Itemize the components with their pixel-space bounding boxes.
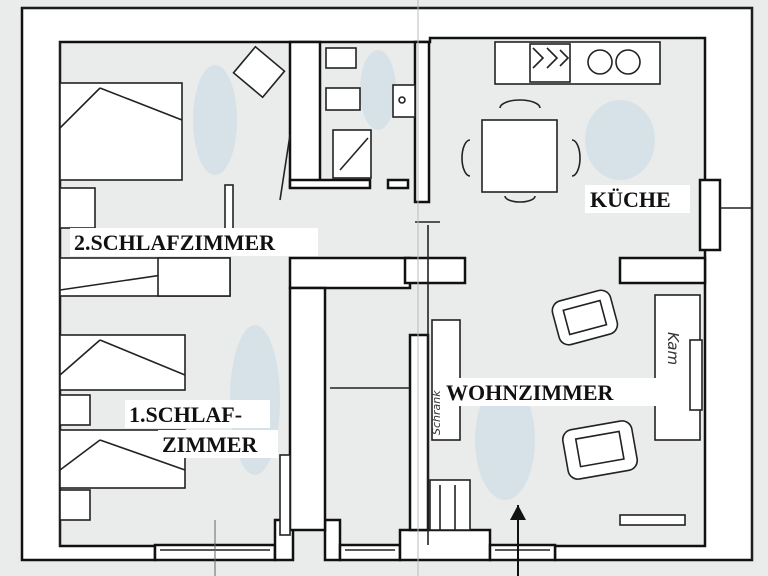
stove-icon (529, 43, 571, 83)
inner-walls (288, 40, 752, 545)
hallway (330, 319, 471, 531)
wardrobe-note: Schrank (430, 390, 443, 435)
living-furniture (551, 289, 703, 526)
fold-lines (214, 0, 419, 576)
armchair-icon (232, 45, 286, 99)
sink-icon (587, 49, 641, 75)
armchair-icon (561, 420, 639, 480)
fireplace-note: Kam (664, 332, 682, 365)
bedroom2-label: 2.SCHLAFZIMMER (74, 230, 276, 255)
bedroom1-label-line2: ZIMMER (162, 432, 258, 457)
bathroom (325, 47, 416, 179)
room-labels: 2.SCHLAFZIMMER 1.SCHLAF- ZIMMER KÜCHE WO… (70, 185, 690, 458)
kitchen-furniture (461, 41, 661, 203)
kitchen-label: KÜCHE (590, 187, 671, 212)
entrance-arrow-icon (510, 505, 526, 576)
armchair-icon (551, 289, 619, 346)
bedroom2-furniture (59, 45, 291, 297)
bedroom1-label-line1: 1.SCHLAF- (129, 402, 242, 427)
living-room-label: WOHNZIMMER (446, 380, 615, 405)
